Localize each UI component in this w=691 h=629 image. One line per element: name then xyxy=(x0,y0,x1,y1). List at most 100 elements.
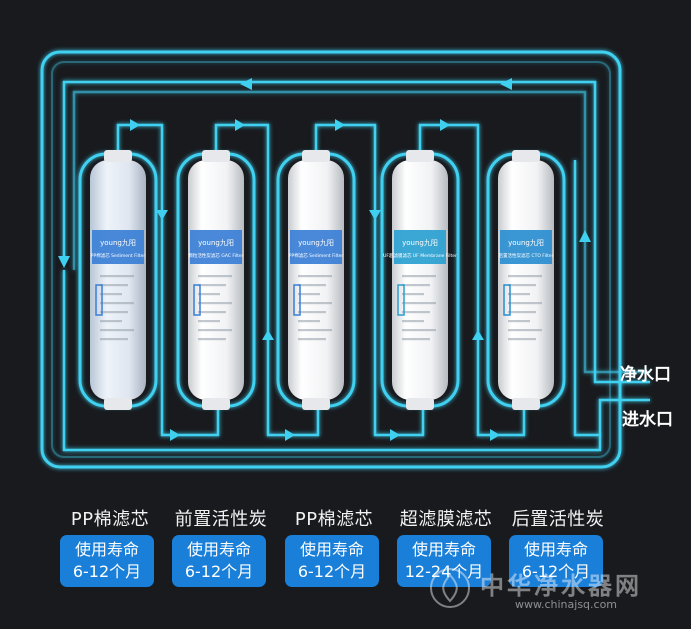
filter-brand-text: young九阳 xyxy=(402,238,438,247)
filter-bracket-mark xyxy=(95,284,103,316)
filter-top-fitting xyxy=(202,150,230,162)
filter-label-band xyxy=(92,230,144,264)
filter-subtitle-text: UF超滤膜滤芯 UF Membrane Filter xyxy=(383,252,457,259)
filter-bracket-mark xyxy=(503,284,511,316)
filter-top-fitting xyxy=(406,150,434,162)
filter-fine-print xyxy=(298,329,332,332)
filter-subtitle-text: PP棉滤芯 Sediment Filter xyxy=(289,252,344,259)
filter-fine-print xyxy=(198,302,232,305)
filter-3-name: PP棉滤芯 xyxy=(294,509,374,530)
flow-arrows xyxy=(58,78,591,441)
inlet-port-label: 进水口 xyxy=(622,410,673,430)
filter-5-lifespan-badge: 使用寿命 6-12个月 xyxy=(509,535,603,587)
filter-body xyxy=(188,160,244,400)
filter-cartridge-4: young九阳 UF超滤膜滤芯 UF Membrane Filter xyxy=(380,150,460,410)
filter-fine-print xyxy=(298,275,332,278)
filter-bottom-fitting xyxy=(406,398,434,410)
filter-fine-print xyxy=(198,293,220,296)
filter-fine-print xyxy=(508,284,536,287)
filter-cartridge-3: young九阳 PP棉滤芯 Sediment Filter xyxy=(276,150,356,410)
filter-top-fitting xyxy=(104,150,132,162)
filter-fine-print xyxy=(298,293,320,296)
filter-3-lifespan-badge: 使用寿命 6-12个月 xyxy=(285,535,379,587)
filter-bracket-mark xyxy=(193,284,201,316)
filter-fine-print xyxy=(402,302,436,305)
filter-brand-text: young九阳 xyxy=(198,238,234,247)
filter-4-lifespan-badge: 使用寿命 12-24个月 xyxy=(397,535,491,587)
filter-fine-print xyxy=(402,311,430,314)
filter-2-name: 前置活性炭 xyxy=(174,509,268,530)
filter-fine-print xyxy=(402,284,430,287)
filter-brand-text: young九阳 xyxy=(100,238,136,247)
filter-fine-print xyxy=(508,302,542,305)
filter-3-lifespan-title: 使用寿命 xyxy=(299,540,364,559)
filter-fine-print xyxy=(298,302,332,305)
filter-fine-print xyxy=(100,275,134,278)
filter-subtitle-text: 颗粒活性炭滤芯 GAC Filter xyxy=(188,252,243,259)
filter-subtitle-text: PP棉滤芯 Sediment Filter xyxy=(91,252,146,259)
watermark-logo-icon xyxy=(430,568,470,608)
outlet-port-label: 净水口 xyxy=(620,365,671,385)
filter-4-lifespan-value: 12-24个月 xyxy=(404,562,484,581)
filter-bottom-fitting xyxy=(104,398,132,410)
filter-bottom-fitting xyxy=(302,398,330,410)
filter-fine-print xyxy=(100,311,128,314)
filter-fine-print xyxy=(198,284,226,287)
watermark-url: www.chinajsq.com xyxy=(515,598,618,611)
filter-brand-text: young九阳 xyxy=(508,238,544,247)
filter-label-band xyxy=(500,230,552,264)
filter-cartridge-1: young九阳 PP棉滤芯 Sediment Filter xyxy=(78,150,158,410)
filter-fine-print xyxy=(100,302,134,305)
filter-1-name: PP棉滤芯 xyxy=(70,509,150,530)
filter-fine-print xyxy=(508,275,542,278)
filter-top-fitting xyxy=(512,150,540,162)
filter-3-lifespan-value: 6-12个月 xyxy=(297,562,367,581)
top-return-pipe xyxy=(62,80,650,452)
filter-body xyxy=(392,160,448,400)
filter-fine-print xyxy=(402,275,436,278)
filter-body xyxy=(498,160,554,400)
filter-1-lifespan-value: 6-12个月 xyxy=(72,562,142,581)
outer-pipe-loop xyxy=(40,50,622,469)
filter-fine-print xyxy=(100,338,128,341)
filter-bottom-fitting xyxy=(202,398,230,410)
filter-fine-print xyxy=(100,320,122,323)
filter-label-band xyxy=(290,230,342,264)
filter-fine-print xyxy=(402,320,424,323)
filter-2-lifespan-badge: 使用寿命 6-12个月 xyxy=(172,535,266,587)
filter-fine-print xyxy=(298,320,320,323)
filter-fine-print xyxy=(100,329,134,332)
filter-body xyxy=(90,160,146,400)
filter-brand-text: young九阳 xyxy=(298,238,334,247)
filter-fine-print xyxy=(100,293,122,296)
filter-bracket-mark xyxy=(293,284,301,316)
filter-fine-print xyxy=(198,329,232,332)
filter-fine-print xyxy=(402,338,430,341)
filter-fine-print xyxy=(508,293,530,296)
filter-fine-print xyxy=(298,338,326,341)
watermark-text: 中华净水器网 xyxy=(480,572,642,600)
filter-fine-print xyxy=(508,338,536,341)
filter-fine-print xyxy=(508,320,530,323)
filter-5-lifespan-title: 使用寿命 xyxy=(523,540,588,559)
filter-4-lifespan-title: 使用寿命 xyxy=(411,540,476,559)
filter-fine-print xyxy=(198,311,226,314)
filter-fine-print xyxy=(508,311,536,314)
filter-body xyxy=(288,160,344,400)
filter-fine-print xyxy=(402,329,436,332)
filter-5-lifespan-value: 6-12个月 xyxy=(521,562,591,581)
filter-bracket-mark xyxy=(397,284,405,316)
filter-fine-print xyxy=(100,284,128,287)
filter-4-name: 超滤膜滤芯 xyxy=(399,509,493,530)
filter-fine-print xyxy=(298,311,326,314)
filter-subtitle-text: 后置活性炭滤芯 CTO Filter xyxy=(499,252,554,259)
filter-bottom-fitting xyxy=(512,398,540,410)
filter-2-lifespan-value: 6-12个月 xyxy=(184,562,254,581)
filter-fine-print xyxy=(508,329,542,332)
filter-fine-print xyxy=(402,293,424,296)
filter-1-lifespan-badge: 使用寿命 6-12个月 xyxy=(60,535,154,587)
filter-label-band xyxy=(190,230,242,264)
